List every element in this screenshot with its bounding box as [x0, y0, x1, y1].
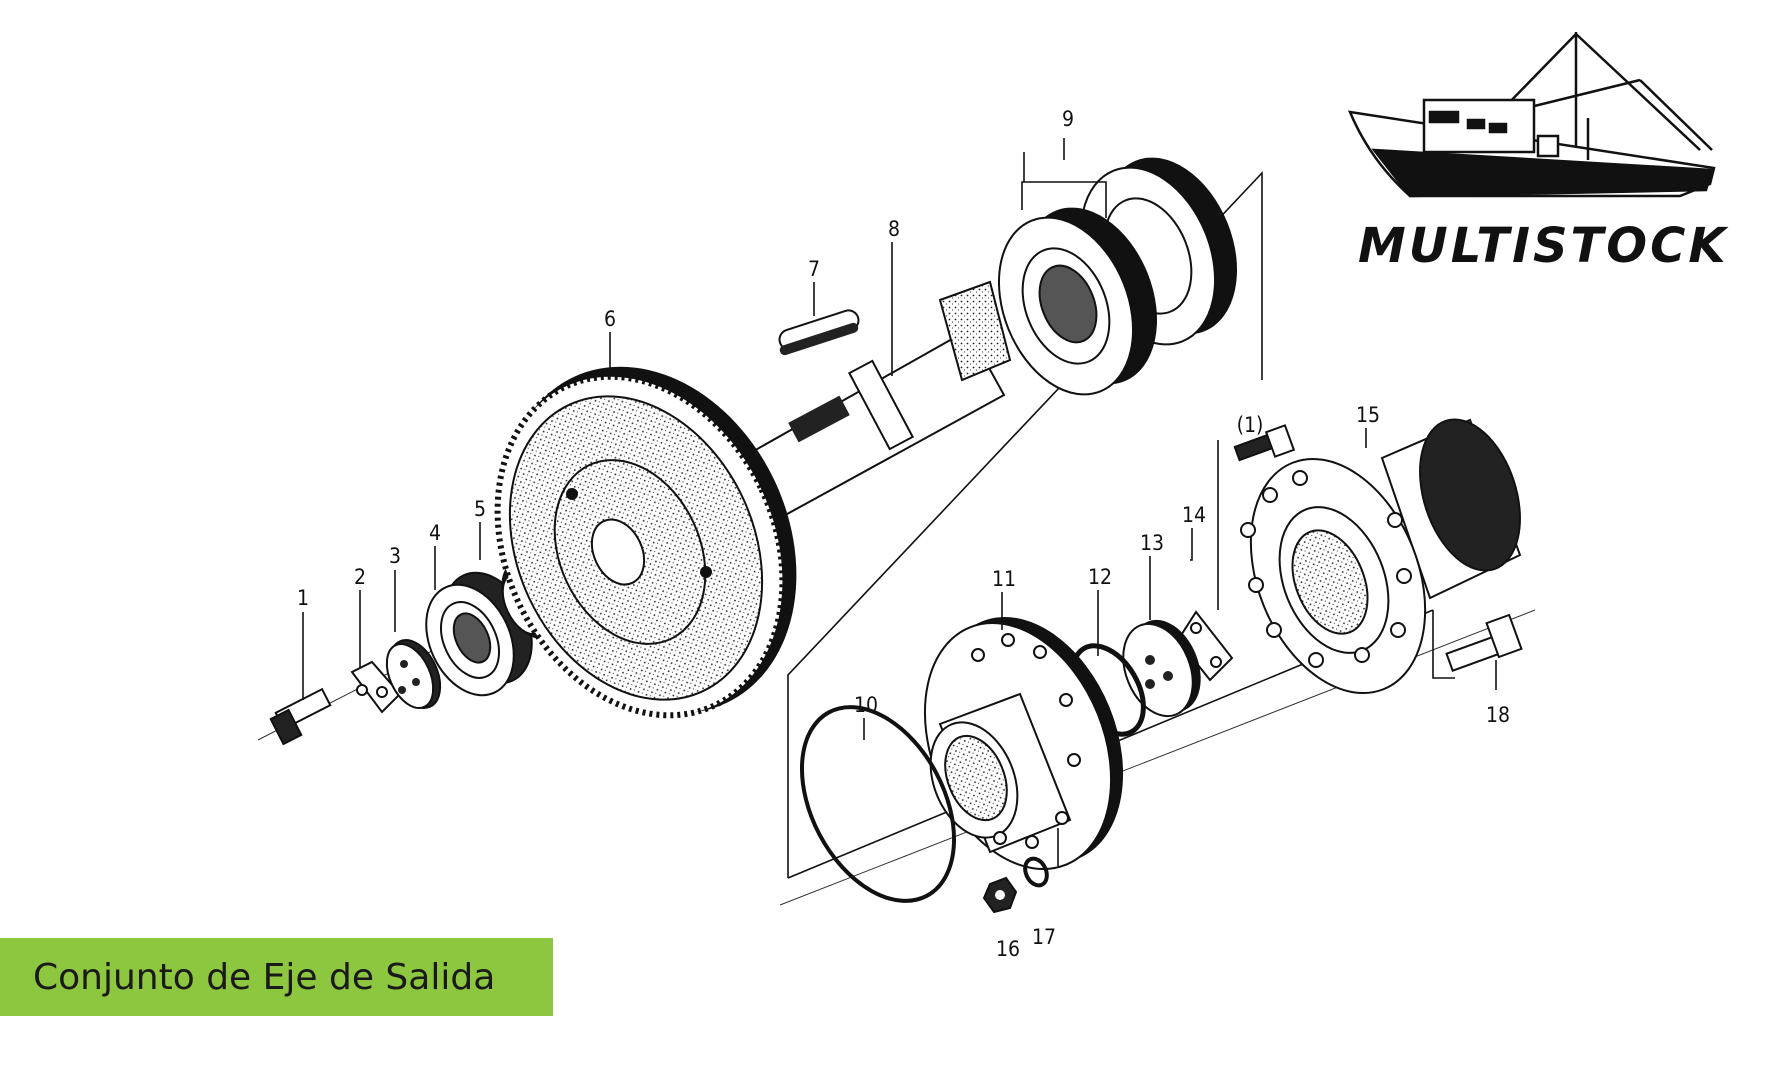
label-part-10: 10 — [854, 693, 878, 717]
label-part-4: 4 — [429, 521, 441, 545]
caption-banner: Conjunto de Eje de Salida — [0, 938, 553, 1016]
part-15-housing — [1240, 418, 1522, 695]
label-part-16: 16 — [996, 937, 1020, 961]
part-9-double-bearing — [997, 157, 1238, 396]
part-1-bolt — [269, 687, 332, 746]
part-ref-1-bolt — [1233, 424, 1296, 462]
part-16-nut — [982, 876, 1018, 914]
label-part-7: 7 — [808, 257, 820, 281]
label-part-1: 1 — [297, 586, 309, 610]
leader-lines — [302, 138, 1497, 866]
label-part-6: 6 — [604, 307, 616, 331]
label-part-11: 11 — [992, 567, 1016, 591]
part-11-coupling-flange — [923, 617, 1124, 870]
part-3-washer — [385, 639, 442, 709]
label-part-2: 2 — [354, 565, 366, 589]
label-part-17: 17 — [1032, 925, 1056, 949]
part-10-shim-ring — [799, 705, 957, 903]
label-part-8: 8 — [888, 217, 900, 241]
label-part-5: 5 — [474, 497, 486, 521]
label-part-ref-1: (1) — [1237, 413, 1264, 437]
label-part-14: 14 — [1182, 503, 1206, 527]
label-part-3: 3 — [389, 544, 401, 568]
part-18-bolt — [1445, 613, 1523, 672]
part-6-large-gear — [494, 366, 797, 719]
label-part-18: 18 — [1486, 703, 1510, 727]
part-7-key — [778, 309, 860, 356]
caption-title: Conjunto de Eje de Salida — [33, 956, 496, 998]
label-part-13: 13 — [1140, 531, 1164, 555]
part-number-labels: 1 2 3 4 5 6 7 8 9 10 11 12 13 14 15 16 1… — [297, 107, 1510, 961]
part-17-washer — [1023, 856, 1049, 888]
label-part-9: 9 — [1062, 107, 1074, 131]
label-part-12: 12 — [1088, 565, 1112, 589]
brand-name: MULTISTOCK — [1358, 218, 1729, 274]
fishing-boat-icon — [1347, 32, 1716, 198]
label-part-15: 15 — [1356, 403, 1380, 427]
